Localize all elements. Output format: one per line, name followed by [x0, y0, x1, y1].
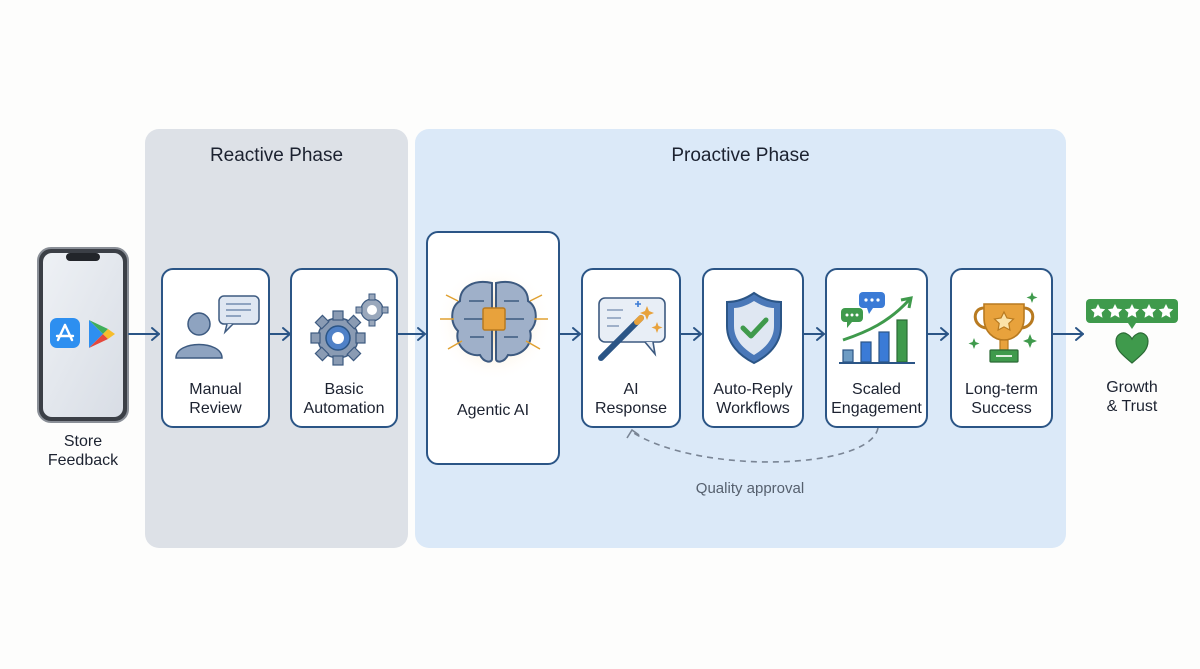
star-icon [1124, 304, 1140, 318]
step-label-line1: AI [623, 381, 639, 398]
five-star-heart-icon [1086, 299, 1178, 364]
step-label-line1: Basic [324, 381, 364, 398]
step-basic-automation[interactable]: Basic Automation [290, 268, 398, 428]
step-label-line2: Review [189, 400, 242, 417]
step-agentic-ai[interactable]: Agentic AI [426, 231, 560, 465]
outcome-label-line2: & Trust [1106, 398, 1158, 415]
arrow-automation-to-agentic [397, 327, 426, 341]
source-label-line2: Feedback [47, 452, 119, 469]
step-long-term-success[interactable]: Long-term Success [950, 268, 1053, 428]
arrow-success-to-growth [1052, 327, 1084, 341]
star-icon [1158, 304, 1174, 318]
arrow-autoreply-to-scaled [803, 327, 825, 341]
growth-chart-icon [839, 292, 915, 364]
step-manual-review[interactable]: Manual Review [161, 268, 270, 428]
outcome-label-line1: Growth [1106, 379, 1158, 396]
arrow-response-to-autoreply [680, 327, 702, 341]
step-label-line2: Automation [303, 400, 385, 417]
arrow-manual-to-automation [269, 327, 291, 341]
step-label-line1: Long-term [965, 381, 1038, 398]
step-scaled-engagement[interactable]: Scaled Engagement [825, 268, 928, 428]
arrow-agentic-to-response [559, 327, 581, 341]
step-label-line1: Scaled [852, 381, 901, 398]
source-label-line1: Store [63, 433, 103, 450]
star-icon [1090, 304, 1106, 318]
proactive-phase-title: Proactive Phase [671, 145, 810, 166]
step-label-line1: Auto-Reply [713, 381, 793, 398]
google-play-icon [89, 320, 115, 348]
shield-check-icon [726, 291, 782, 365]
trophy-icon [968, 292, 1038, 363]
gears-icon [310, 293, 389, 366]
step-auto-reply-workflows[interactable]: Auto-Reply Workflows [702, 268, 804, 428]
step-label-line2: Response [594, 400, 668, 417]
step-ai-response[interactable]: AI Response [581, 268, 681, 428]
brain-chip-icon [436, 265, 552, 381]
reactive-phase-title: Reactive Phase [209, 145, 344, 166]
rating-stars [1090, 304, 1174, 318]
star-icon [1107, 304, 1123, 318]
magic-wand-chat-icon [598, 297, 666, 361]
step-label-line1: Manual [189, 381, 242, 398]
arrow-source-to-manual [128, 327, 160, 341]
quality-approval-label: Quality approval [695, 480, 805, 497]
step-label-line2: Workflows [716, 400, 790, 417]
step-label-line2: Success [971, 400, 1032, 417]
person-chat-icon [175, 295, 260, 359]
heart-icon [1115, 332, 1149, 364]
quality-approval-loop [631, 427, 879, 463]
step-label-line1: Agentic AI [456, 402, 530, 419]
loop-arrowhead [626, 428, 640, 439]
phone-icon [37, 247, 129, 423]
step-label-line2: Engagement [831, 400, 922, 417]
app-store-icon [50, 318, 80, 348]
star-icon [1141, 304, 1157, 318]
arrow-scaled-to-success [927, 327, 949, 341]
